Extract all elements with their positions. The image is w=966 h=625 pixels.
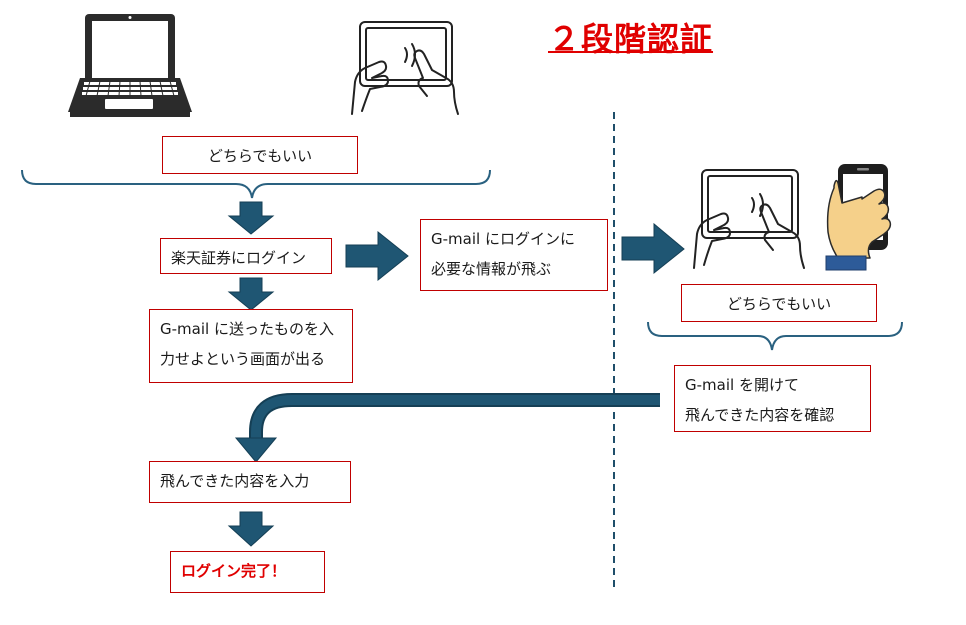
gmail-notice-line2: 必要な情報が飛ぶ: [431, 260, 552, 278]
arrow-right: [345, 230, 409, 282]
gmail-notice-box: G-mail にログインに 必要な情報が飛ぶ: [420, 219, 608, 291]
open-gmail-line2: 飛んできた内容を確認: [685, 406, 835, 424]
open-gmail-line1: G-mail を開けて: [685, 376, 799, 394]
either-device-label-right: どちらでもいい: [681, 284, 877, 322]
arrow-down: [227, 201, 275, 235]
tablet-hands-icon: [351, 21, 459, 115]
gmail-prompt-line1: G-mail に送ったものを入: [160, 320, 334, 338]
tablet-hands-icon: [693, 169, 805, 269]
laptop-icon: [68, 14, 192, 117]
arrow-down: [227, 277, 275, 311]
gmail-notice-line1: G-mail にログインに: [431, 230, 575, 248]
brace-left: [21, 169, 491, 199]
login-complete: ログイン完了！: [170, 551, 325, 593]
gmail-prompt-box: G-mail に送ったものを入 力せよという画面が出る: [149, 309, 353, 383]
arrow-return: [234, 393, 660, 463]
gmail-prompt-line2: 力せよという画面が出る: [160, 350, 326, 368]
page-title: ２段階認証: [548, 20, 714, 58]
smartphone-hand-icon: [825, 164, 892, 271]
either-device-label-left: どちらでもいい: [162, 136, 358, 174]
arrow-right: [621, 222, 685, 275]
open-gmail-box: G-mail を開けて 飛んできた内容を確認: [674, 365, 871, 432]
login-step: 楽天証券にログイン: [160, 238, 332, 274]
arrow-down: [227, 511, 275, 547]
brace-right: [647, 321, 903, 351]
enter-content-step: 飛んできた内容を入力: [149, 461, 351, 503]
